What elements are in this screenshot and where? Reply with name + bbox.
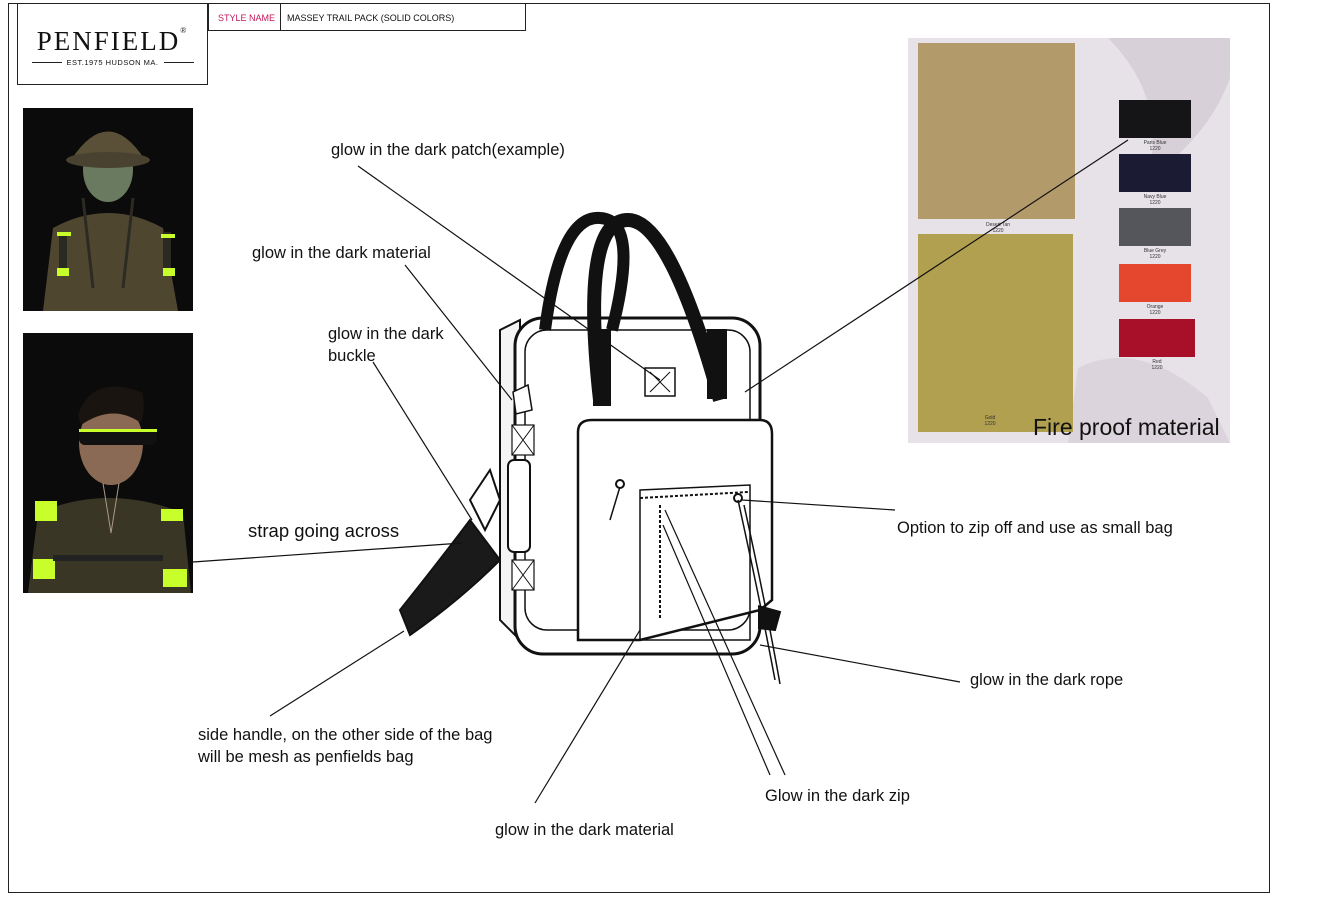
brand-tagline: EST.1975 HUDSON MA. xyxy=(66,58,159,67)
style-name-label: STYLE NAME xyxy=(209,4,281,30)
leader-zip-b xyxy=(664,509,786,776)
callout-patch: glow in the dark patch(example) xyxy=(331,141,565,159)
leader-fire-proof xyxy=(744,139,1129,393)
fabric-swatch-art xyxy=(908,38,1230,443)
model-photo-glasses xyxy=(23,333,193,593)
swatch-code: 1220 xyxy=(1149,146,1161,152)
callout-strap: strap going across xyxy=(248,520,400,541)
callout-side-handle-line2: will be mesh as penfields bag xyxy=(198,748,414,766)
callout-side-handle-line1: side handle, on the other side of the ba… xyxy=(198,726,493,744)
swatch-name: Red xyxy=(1152,359,1162,365)
callout-zip-off: Option to zip off and use as small bag xyxy=(897,519,1173,537)
model-photo-hat xyxy=(23,108,193,311)
callout-material-bottom: glow in the dark material xyxy=(495,821,674,839)
leader-rope xyxy=(759,644,961,683)
leader-strap xyxy=(192,542,463,563)
brand-logo-box: PENFIELD® EST.1975 HUDSON MA. xyxy=(17,3,208,85)
model-photo-hat-art xyxy=(23,108,193,311)
swatch-name: Paris Blue xyxy=(1143,140,1167,146)
logo-rule-left xyxy=(32,62,62,63)
swatch-code: 1220 xyxy=(992,228,1004,234)
swatch-code: 1220 xyxy=(1149,254,1161,260)
swatch-code: 1220 xyxy=(984,421,996,427)
callout-zip: Glow in the dark zip xyxy=(765,787,910,805)
style-name-value: MASSEY TRAIL PACK (SOLID COLORS) xyxy=(287,13,455,23)
swatch-code: 1220 xyxy=(1151,365,1163,371)
swatch-name: Gold xyxy=(984,415,996,421)
brand-name: PENFIELD xyxy=(36,26,181,56)
leader-material-top xyxy=(404,264,513,401)
swatch-name: Orange xyxy=(1146,304,1164,310)
swatch-name: Navy Blue xyxy=(1143,194,1167,200)
style-name-box: STYLE NAME MASSEY TRAIL PACK (SOLID COLO… xyxy=(208,3,526,31)
swatch-name: Blue Grey xyxy=(1143,248,1167,254)
leader-zip-a xyxy=(662,524,771,776)
leader-patch xyxy=(357,165,661,381)
leader-lines xyxy=(192,139,1129,804)
callout-buckle-line1: glow in the dark xyxy=(328,325,444,343)
leader-zip-off xyxy=(741,499,896,511)
sheet-frame xyxy=(8,3,1270,893)
logo-rule-right xyxy=(164,62,194,63)
callout-rope: glow in the dark rope xyxy=(970,671,1124,689)
model-photo-glasses-art xyxy=(23,333,193,593)
fire-proof-material-label: Fire proof material xyxy=(1033,414,1220,440)
callout-buckle-line2: buckle xyxy=(328,347,376,365)
leader-material-bottom xyxy=(534,629,641,804)
callout-material-top: glow in the dark material xyxy=(252,244,431,262)
swatch-code: 1220 xyxy=(1149,200,1161,206)
swatch-code: 1220 xyxy=(1149,310,1161,316)
brand-registered-mark: ® xyxy=(180,26,189,35)
brand-logo: PENFIELD® xyxy=(18,26,207,57)
leader-side-handle xyxy=(269,630,405,717)
leader-buckle xyxy=(372,361,473,521)
